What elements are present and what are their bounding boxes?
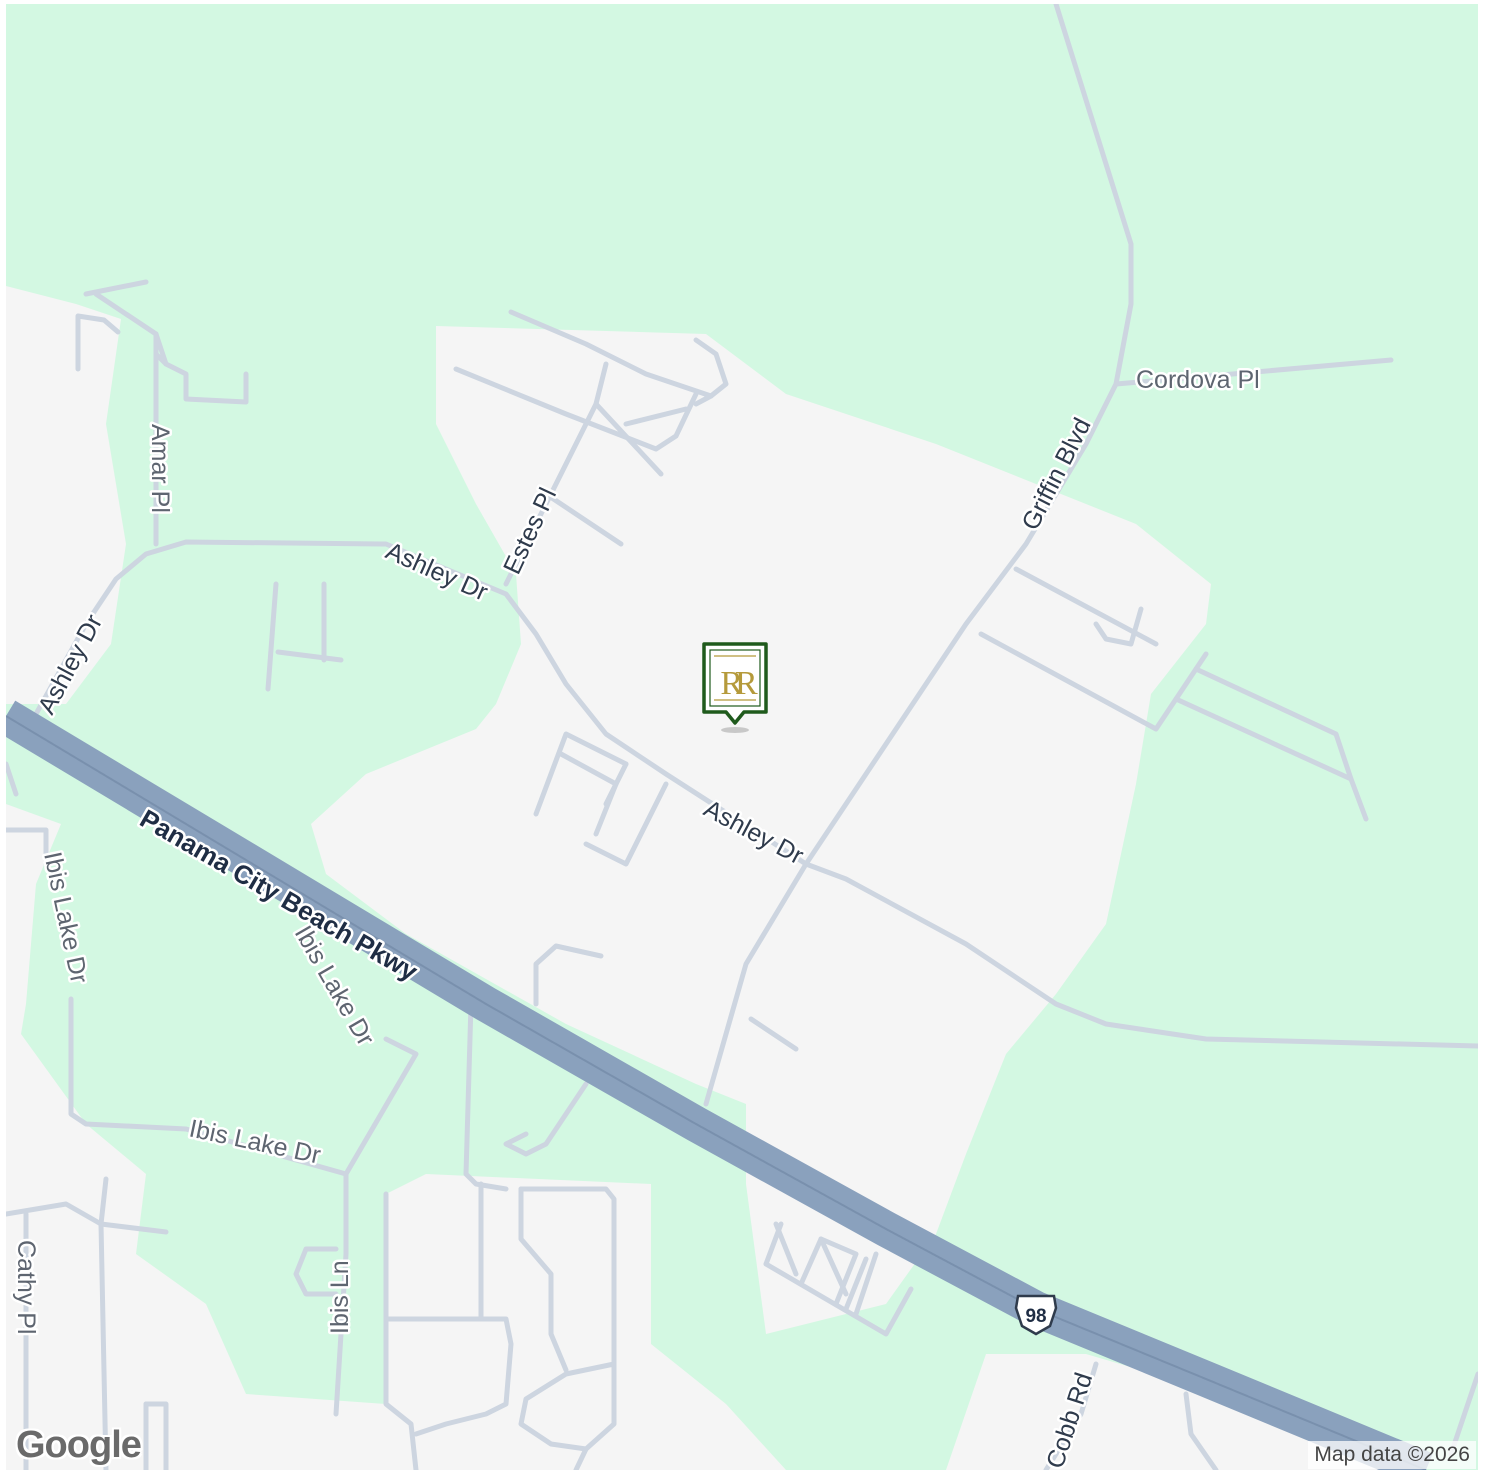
highway-us98: [6, 700, 1433, 1470]
route-98-shield: 98: [1014, 1294, 1058, 1336]
label-ashley-dr-top[interactable]: Ashley Dr: [379, 534, 494, 609]
map-canvas[interactable]: 98 Cordova Pl Griffin Blvd Amar Pl Ashle…: [6, 4, 1478, 1470]
marker-pin-icon: RR: [702, 642, 768, 733]
road-griffin-blvd: [703, 4, 1134, 1107]
label-ibis-lake-dr-vertical[interactable]: Ibis Lake Dr: [36, 847, 96, 988]
road-ashley-dr-west: [33, 539, 1478, 1049]
label-cathy-pl[interactable]: Cathy Pl: [10, 1238, 43, 1337]
road-ibis-ln: [293, 1246, 339, 1297]
road-cobb-rd: [1043, 1361, 1099, 1470]
label-ibis-ln[interactable]: Ibis Ln: [324, 1258, 357, 1337]
google-logo: Google: [16, 1424, 142, 1466]
label-ibis-lake-dr-horizontal[interactable]: Ibis Lake Dr: [184, 1112, 325, 1172]
urban-area-west: [6, 286, 126, 704]
location-marker[interactable]: RR: [702, 642, 768, 734]
map-layer: 98 Cordova Pl Griffin Blvd Amar Pl Ashle…: [6, 4, 1478, 1470]
urban-area-southwest: [6, 804, 786, 1470]
urban-area-center: [311, 326, 1211, 1334]
road-ibis-lake-dr-vertical: [68, 996, 189, 1132]
route-98-label: 98: [1025, 1306, 1046, 1327]
urban-areas: [6, 286, 1426, 1470]
label-amar-pl[interactable]: Amar Pl: [144, 422, 177, 516]
road-cordova-pl: [1113, 357, 1394, 387]
map-attribution[interactable]: Map data ©2026: [1308, 1441, 1476, 1469]
minor-roads: [6, 4, 1478, 1470]
label-cordova-pl[interactable]: Cordova Pl: [1134, 364, 1263, 397]
